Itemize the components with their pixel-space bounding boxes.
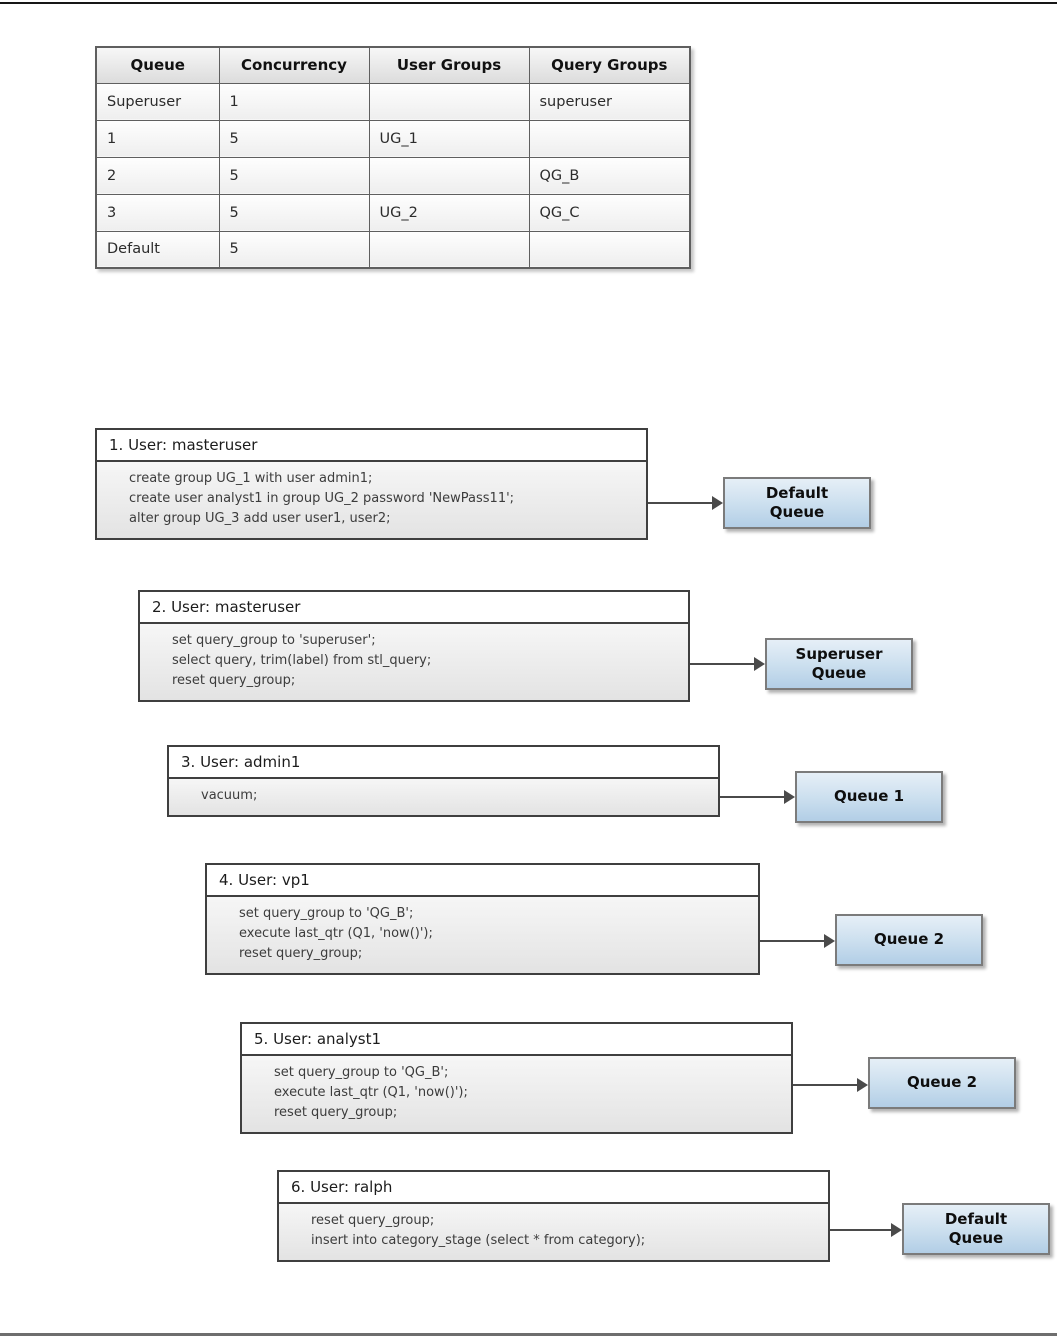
sql-panel-title: 6. User: ralph bbox=[277, 1170, 830, 1204]
queue-box-label: Queue bbox=[948, 1229, 1004, 1247]
sql-panel-body: vacuum; bbox=[167, 779, 720, 817]
table-cell bbox=[368, 230, 530, 269]
arrowhead-icon bbox=[824, 934, 835, 948]
arrow-connector bbox=[793, 1077, 868, 1093]
column-header: Query Groups bbox=[528, 46, 691, 84]
column-header: User Groups bbox=[368, 46, 530, 84]
sql-panel-body: set query_group to 'QG_B';execute last_q… bbox=[205, 897, 760, 975]
sql-statement: reset query_group; bbox=[239, 946, 363, 961]
sql-statement: execute last_qtr (Q1, 'now()'); bbox=[274, 1085, 468, 1100]
queue-box: Queue 2 bbox=[868, 1057, 1016, 1109]
sql-panel-body: create group UG_1 with user admin1; creat… bbox=[95, 462, 648, 540]
sql-panel-title: 5. User: analyst1 bbox=[240, 1022, 793, 1056]
sql-statement: create user analyst1 in group UG_2 passw… bbox=[129, 491, 515, 506]
table-cell bbox=[528, 230, 691, 269]
sql-statement: create group UG_1 with user admin1; bbox=[129, 471, 373, 486]
column-header: Concurrency bbox=[218, 46, 370, 84]
column-header: Queue bbox=[95, 46, 220, 84]
sql-statement: insert into category_stage (select * fro… bbox=[311, 1233, 646, 1248]
table-cell bbox=[368, 156, 530, 195]
table-cell: 2 bbox=[95, 156, 220, 195]
arrow-line bbox=[720, 796, 786, 798]
arrow-connector bbox=[830, 1222, 902, 1238]
arrow-connector bbox=[720, 789, 795, 805]
table-cell bbox=[528, 119, 691, 158]
sql-panel-body: set query_group to 'QG_B';execute last_q… bbox=[240, 1056, 793, 1134]
queue-box-label: Queue 2 bbox=[906, 1073, 978, 1092]
sql-statement: set query_group to 'superuser'; bbox=[172, 633, 376, 648]
table-cell: 5 bbox=[218, 230, 370, 269]
table-cell: QG_B bbox=[528, 156, 691, 195]
arrowhead-icon bbox=[712, 496, 723, 510]
sql-panel: 6. User: ralph reset query_group;insert … bbox=[277, 1170, 830, 1262]
arrow-line bbox=[760, 940, 826, 942]
table-cell: Superuser bbox=[95, 82, 220, 121]
queue-box: Queue 1 bbox=[795, 771, 943, 823]
arrow-line bbox=[793, 1084, 859, 1086]
table-cell: 5 bbox=[218, 119, 370, 158]
sql-statement: alter group UG_3 add user user1, user2; bbox=[129, 511, 391, 526]
table-cell: 5 bbox=[218, 193, 370, 232]
queue-box-label: Queue bbox=[769, 503, 825, 521]
sql-statement: select query, trim(label) from stl_query… bbox=[172, 653, 432, 668]
sql-panel-body: set query_group to 'superuser'; select qu… bbox=[138, 624, 690, 702]
arrowhead-icon bbox=[857, 1078, 868, 1092]
arrowhead-icon bbox=[754, 657, 765, 671]
queue-box-label: Queue 2 bbox=[873, 930, 945, 949]
queue-box-label: Default bbox=[944, 1209, 1008, 1228]
arrowhead-icon bbox=[784, 790, 795, 804]
queue-box-label: Superuser bbox=[795, 644, 883, 663]
arrow-connector bbox=[760, 933, 835, 949]
queue-box-label: Queue bbox=[811, 664, 867, 682]
sql-panel-title: 2. User: masteruser bbox=[138, 590, 690, 624]
table-cell: 3 bbox=[95, 193, 220, 232]
arrow-line bbox=[690, 663, 756, 665]
arrow-connector bbox=[690, 656, 765, 672]
sql-panel: 2. User: masteruser set query_group to '… bbox=[138, 590, 690, 702]
sql-panel: 3. User: admin1 vacuum; bbox=[167, 745, 720, 817]
bottom-divider bbox=[0, 1333, 1057, 1336]
table-cell: QG_C bbox=[528, 193, 691, 232]
queue-box-label: Default bbox=[765, 483, 829, 502]
sql-panel-title: 4. User: vp1 bbox=[205, 863, 760, 897]
table-cell: 5 bbox=[218, 156, 370, 195]
sql-panel-title: 1. User: masteruser bbox=[95, 428, 648, 462]
table-cell: UG_1 bbox=[368, 119, 530, 158]
sql-panel: 4. User: vp1 set query_group to 'QG_B';e… bbox=[205, 863, 760, 975]
queue-box: Queue 2 bbox=[835, 914, 983, 966]
sql-panel-body: reset query_group;insert into category_s… bbox=[277, 1204, 830, 1262]
sql-statement: vacuum; bbox=[201, 788, 258, 803]
sql-statement: execute last_qtr (Q1, 'now()'); bbox=[239, 926, 433, 941]
top-divider bbox=[0, 2, 1057, 4]
arrow-connector bbox=[648, 495, 723, 511]
sql-statement: set query_group to 'QG_B'; bbox=[274, 1065, 449, 1080]
table-cell: Default bbox=[95, 230, 220, 269]
arrow-line bbox=[648, 502, 714, 504]
sql-panel-title: 3. User: admin1 bbox=[167, 745, 720, 779]
table-cell: UG_2 bbox=[368, 193, 530, 232]
sql-statement: reset query_group; bbox=[274, 1105, 398, 1120]
table-cell: 1 bbox=[218, 82, 370, 121]
queue-box-label: Queue 1 bbox=[833, 787, 905, 806]
sql-statement: reset query_group; bbox=[311, 1213, 435, 1228]
sql-statement: reset query_group; bbox=[172, 673, 296, 688]
arrow-line bbox=[830, 1229, 893, 1231]
table-cell bbox=[368, 82, 530, 121]
table-cell: superuser bbox=[528, 82, 691, 121]
table-cell: 1 bbox=[95, 119, 220, 158]
arrowhead-icon bbox=[891, 1223, 902, 1237]
sql-panel: 5. User: analyst1 set query_group to 'QG… bbox=[240, 1022, 793, 1134]
sql-statement: set query_group to 'QG_B'; bbox=[239, 906, 414, 921]
sql-panel: 1. User: masteruser create group UG_1 wi… bbox=[95, 428, 648, 540]
